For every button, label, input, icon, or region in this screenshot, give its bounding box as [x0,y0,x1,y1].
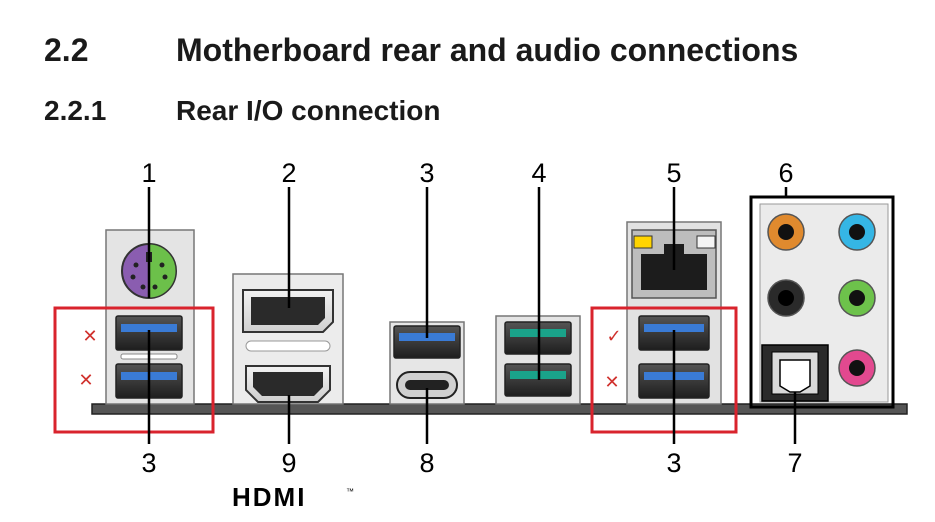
audio-jack-pink [838,349,876,387]
subsection-number: 2.2.1 [44,95,107,126]
hdmi-trademark: ™ [346,487,354,496]
hdmi-port [245,365,331,403]
callout-7: 7 [787,448,802,478]
subsection-title: Rear I/O connection [176,95,441,126]
highlight-box-right [590,306,738,434]
section-title: Motherboard rear and audio connections [176,32,799,68]
callout-5: 5 [666,158,681,188]
callout-2: 2 [281,158,296,188]
hdmi-logo: HDMI [232,482,306,512]
callout-1: 1 [141,158,156,188]
highlight-box-left [53,306,215,434]
callout-3-top: 3 [419,158,434,188]
callout-3-bottom-left: 3 [141,448,156,478]
displayport-port [242,289,334,333]
callout-6: 6 [778,158,793,188]
leader-lines [147,187,797,444]
audio-panel [749,195,895,409]
callout-8: 8 [419,448,434,478]
cross-mark-left-upper: ✕ [82,326,97,347]
section-number: 2.2 [44,32,89,68]
audio-jack-cyan [838,213,876,251]
audio-jack-green [838,279,876,317]
check-mark-right-upper: ✓ [606,326,621,347]
cross-mark-left-lower: ✕ [78,370,93,391]
callout-9: 9 [281,448,296,478]
audio-jack-orange [767,213,805,251]
callout-3-bottom-right: 3 [666,448,681,478]
callout-4: 4 [531,158,546,188]
audio-jack-black [767,279,805,317]
cross-mark-right-lower: ✕ [604,372,619,393]
